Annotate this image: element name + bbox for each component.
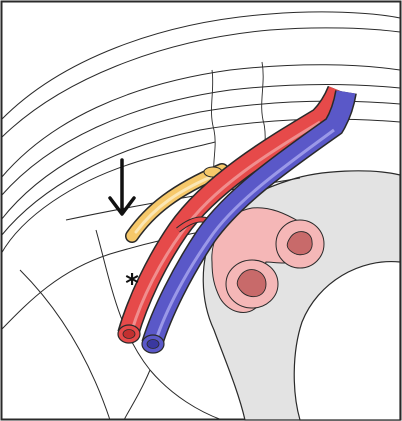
down-arrow-icon [108,158,136,216]
pink-glands [211,207,325,313]
asterisk-marker: * [125,269,139,299]
pelvic-cavity [293,260,401,421]
vein [141,90,357,354]
abdominal-wall-layers [0,11,401,255]
